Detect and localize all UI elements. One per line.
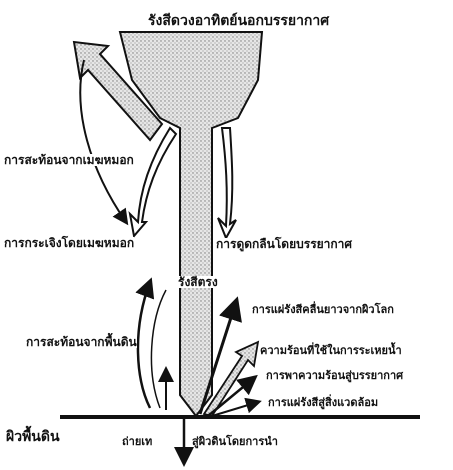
label-ground-surface: ผิวพื้นดิน xyxy=(6,430,60,444)
ground-surface-line xyxy=(60,415,420,419)
cloud-scattering-arrow xyxy=(130,128,176,236)
ground-reflection-arrow xyxy=(138,282,150,408)
label-cloud-reflection: การสะท้อนจากเมฆหมอก xyxy=(4,154,134,166)
label-radiation-to-surroundings: การแผ่รังสีสู่สิ่งแวดล้อม xyxy=(268,397,378,408)
label-evaporation-heat: ความร้อนที่ใช้ในการระเหยน้ำ xyxy=(260,345,402,356)
atmos-absorption-arrow xyxy=(218,128,236,238)
label-cloud-scattering: การกระเจิงโดยเมฆหมอก xyxy=(4,237,134,249)
diagram-title: รังสีดวงอาทิตย์นอกบรรยากาศ xyxy=(148,14,329,28)
label-longwave-emission: การแผ่รังสีคลื่นยาวจากผิวโลก xyxy=(252,304,394,315)
label-direct-radiation: รังสีตรง xyxy=(178,276,218,288)
label-atmos-absorption: การดูดกลืนโดยบรรยากาศ xyxy=(216,238,352,250)
label-ground-reflection: การสะท้อนจากพื้นดิน xyxy=(26,336,137,348)
label-transfer: ถ่ายเท xyxy=(122,436,152,447)
label-heat-to-atmosphere: การพาความร้อนสู่บรรยากาศ xyxy=(266,370,403,381)
ground-reflection-curve-2 xyxy=(151,290,166,408)
label-conduction-into-ground: สู่ผิวดินโดยการนำ xyxy=(192,436,278,447)
